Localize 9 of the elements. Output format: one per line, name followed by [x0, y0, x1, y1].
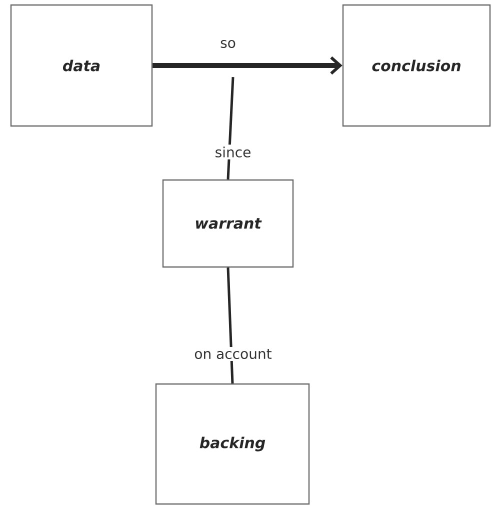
concept-box: conclusion	[342, 4, 491, 127]
edge-label: so	[218, 38, 238, 50]
edge-label: on account	[192, 347, 274, 362]
connector	[152, 56, 342, 75]
concept-box: data	[10, 4, 153, 127]
connector	[226, 268, 234, 384]
concept-box: warrant	[162, 179, 294, 268]
concept-box: backing	[155, 383, 310, 505]
edge-label: since	[212, 144, 254, 160]
